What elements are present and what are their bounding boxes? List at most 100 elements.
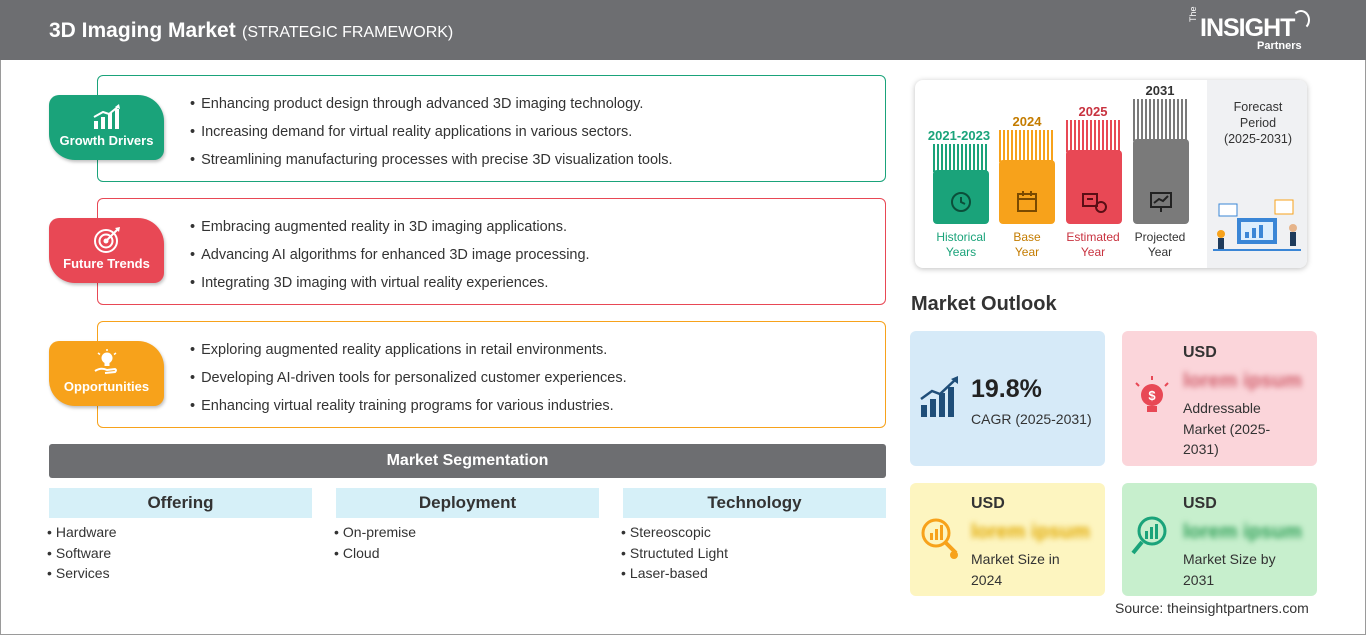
segment-title-offering: Offering <box>49 488 312 518</box>
list-item: Cloud <box>334 545 416 566</box>
analytics-people-icon <box>1213 199 1301 251</box>
growth-drivers-list: Enhancing product design through advance… <box>190 96 673 180</box>
list-item: Structuted Light <box>621 545 728 566</box>
size-2024-label-line1: Market Size in <box>971 551 1060 567</box>
opportunities-box: Exploring augmented reality applications… <box>97 321 886 428</box>
historical-label: Historical Years <box>926 230 996 260</box>
list-item: Enhancing product design through advance… <box>190 96 673 124</box>
header-bar: 3D Imaging Market (STRATEGIC FRAMEWORK) … <box>0 0 1366 60</box>
lightbulb-hand-icon <box>93 349 117 374</box>
estimated-year: 2025 <box>1078 104 1108 119</box>
technology-list: Stereoscopic Structuted Light Laser-base… <box>621 524 728 586</box>
source-credit: Source: theinsightpartners.com <box>1115 600 1309 616</box>
future-trends-label: Future Trends <box>63 256 150 271</box>
logo-the: The <box>1188 6 1198 22</box>
segment-title-deployment: Deployment <box>336 488 599 518</box>
size-2024-label-line2: 2024 <box>971 571 1003 588</box>
market-size-2031-card: USD lorem ipsum Market Size by 2031 <box>1122 483 1317 596</box>
size-2024-currency: USD <box>971 495 1005 512</box>
addressable-market-card: USD lorem ipsum $ Addressable Market (20… <box>1122 331 1317 466</box>
cagr-card: 19.8% CAGR (2025-2031) <box>910 331 1105 466</box>
insight-partners-logo[interactable]: The INSIGHT Partners <box>1188 6 1318 54</box>
historical-label-line1: Historical <box>936 230 986 244</box>
projected-label: Projected Year <box>1125 230 1195 260</box>
page-subtitle: (STRATEGIC FRAMEWORK) <box>242 24 454 41</box>
forecast-line3: (2025-2031) <box>1223 132 1293 146</box>
logo-insight: INSIGHT <box>1200 14 1295 42</box>
historical-bar-hatch <box>933 144 989 172</box>
estimated-bar-hatch <box>1066 120 1122 152</box>
projected-label-line1: Projected <box>1134 230 1186 244</box>
growth-chart-icon <box>93 104 120 129</box>
logo-arc-icon <box>1292 10 1310 30</box>
base-label: Base Year <box>992 230 1062 260</box>
timeline-card: 2021-2023 Historical Years 2024 Base Yea… <box>915 80 1307 268</box>
target-icon <box>93 227 120 253</box>
estimated-bar <box>1066 150 1122 224</box>
list-item: Exploring augmented reality applications… <box>190 342 627 370</box>
estimated-label: Estimated Year <box>1058 230 1128 260</box>
deployment-list: On-premise Cloud <box>334 524 416 565</box>
estimate-icon <box>1082 193 1107 213</box>
forecast-line2: Period <box>1239 116 1277 130</box>
opportunities-label: Opportunities <box>63 379 150 394</box>
logo-partners: Partners <box>1257 40 1302 52</box>
size-2031-label-line1: Market Size by <box>1183 551 1276 567</box>
size-2024-label: Market Size in 2024 <box>971 549 1060 590</box>
cagr-label: CAGR (2025-2031) <box>971 411 1092 427</box>
size-2031-value: lorem ipsum <box>1183 521 1302 543</box>
base-year: 2024 <box>1012 114 1042 129</box>
offering-list: Hardware Software Services <box>47 524 117 586</box>
market-outlook-title: Market Outlook <box>911 293 1057 315</box>
list-item: Increasing demand for virtual reality ap… <box>190 124 673 152</box>
cagr-value: 19.8% <box>971 375 1042 403</box>
chart-coin-icon <box>921 518 958 559</box>
list-item: Integrating 3D imaging with virtual real… <box>190 275 590 303</box>
market-size-2024-card: USD lorem ipsum Market Size in 2024 <box>910 483 1105 596</box>
market-segmentation-header: Market Segmentation <box>49 444 886 478</box>
estimated-label-line1: Estimated <box>1066 230 1120 244</box>
segment-title-technology: Technology <box>623 488 886 518</box>
history-icon <box>951 192 971 212</box>
page-title: 3D Imaging Market <box>49 19 236 42</box>
future-trends-box: Embracing augmented reality in 3D imagin… <box>97 198 886 305</box>
addressable-label: Addressable Market (2025- 2031) <box>1183 398 1270 460</box>
projected-year: 2031 <box>1145 83 1175 98</box>
list-item: Developing AI-driven tools for personali… <box>190 370 627 398</box>
base-label-line2: Year <box>1014 245 1040 259</box>
list-item: Enhancing virtual reality training progr… <box>190 398 627 426</box>
future-trends-list: Embracing augmented reality in 3D imagin… <box>190 219 590 303</box>
size-2031-label-line2: 2031 <box>1183 571 1215 588</box>
growth-drivers-badge: Growth Drivers <box>49 95 164 160</box>
list-item: Hardware <box>47 524 117 545</box>
calendar-icon <box>1017 191 1037 212</box>
growth-drivers-box: Enhancing product design through advance… <box>97 75 886 182</box>
list-item: On-premise <box>334 524 416 545</box>
list-item: Advancing AI algorithms for enhanced 3D … <box>190 247 590 275</box>
chart-magnifier-icon <box>1131 516 1167 555</box>
list-item: Laser-based <box>621 565 728 586</box>
projection-icon <box>1150 192 1172 212</box>
historical-year: 2021-2023 <box>927 128 991 143</box>
base-label-line1: Base <box>1013 230 1041 244</box>
list-item: Streamlining manufacturing processes wit… <box>190 152 672 180</box>
projected-bar-hatch <box>1133 99 1189 141</box>
forecast-period-text: Forecast Period (2025-2031) <box>1220 99 1296 147</box>
dollar-bulb-icon: $ <box>1135 376 1169 412</box>
addressable-value: lorem ipsum <box>1183 370 1302 392</box>
projected-label-line2: Year <box>1147 245 1173 259</box>
forecast-line1: Forecast <box>1233 100 1283 114</box>
opportunities-list: Exploring augmented reality applications… <box>190 342 627 426</box>
opportunities-badge: Opportunities <box>49 341 164 406</box>
addressable-label-line3: 2031) <box>1183 441 1219 457</box>
growth-drivers-label: Growth Drivers <box>59 133 154 148</box>
list-item: Stereoscopic <box>621 524 728 545</box>
growth-chart-icon <box>920 376 958 417</box>
size-2024-value: lorem ipsum <box>971 521 1090 543</box>
estimated-label-line2: Year <box>1080 245 1106 259</box>
future-trends-badge: Future Trends <box>49 218 164 283</box>
addressable-label-line1: Addressable <box>1183 400 1261 416</box>
historical-label-line2: Years <box>945 245 977 259</box>
list-item: Embracing augmented reality in 3D imagin… <box>190 219 590 247</box>
base-bar <box>999 160 1055 224</box>
